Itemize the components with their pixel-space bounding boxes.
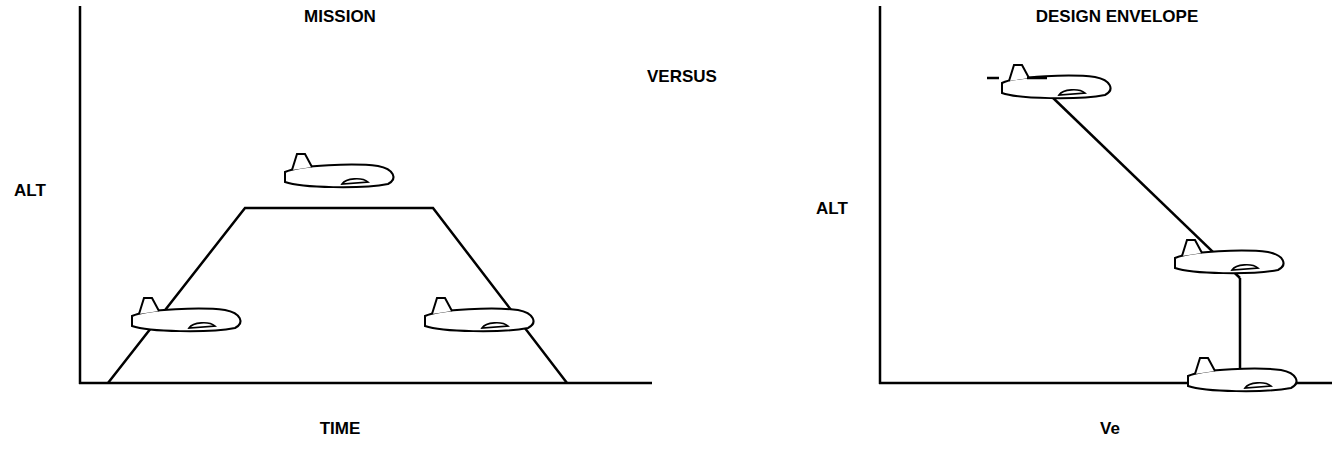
airplane-icon	[132, 298, 240, 331]
airplane-icon	[285, 154, 393, 187]
airplane-icon	[1188, 358, 1296, 391]
comparison-word: VERSUS	[647, 68, 717, 87]
chart-title: DESIGN ENVELOPE	[1036, 8, 1198, 27]
airplane-icon	[425, 298, 533, 331]
chart-title: MISSION	[304, 8, 376, 27]
airplane-icon	[1175, 240, 1283, 273]
mission-profile	[108, 208, 567, 383]
y-axis	[879, 6, 882, 384]
axis-label: ALT	[816, 200, 848, 219]
y-axis	[79, 6, 82, 384]
airplane-icon	[987, 65, 1110, 98]
envelope-line	[1050, 95, 1240, 278]
axis-label: ALT	[14, 182, 46, 201]
axis-label: TIME	[320, 420, 361, 439]
axis-label: Ve	[1100, 420, 1120, 439]
